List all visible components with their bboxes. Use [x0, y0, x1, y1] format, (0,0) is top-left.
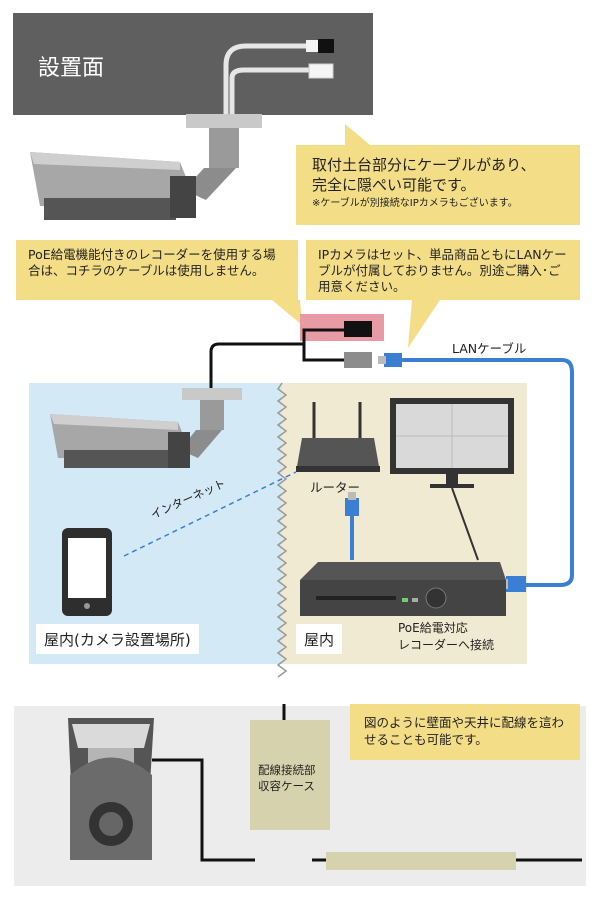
black-plug-icon [344, 321, 372, 337]
mount-cables [223, 43, 310, 118]
dome-camera-icon [68, 718, 154, 860]
callout-note: ※ケーブルが別接続なIPカメラもございます。 [312, 198, 518, 209]
lan-cable-label: LANケーブル [452, 341, 527, 356]
rj45-connector-icon [345, 492, 359, 516]
gray-plug-icon [344, 352, 372, 368]
camera-cable [209, 328, 345, 390]
lan-cable-line [400, 358, 574, 587]
recorder-icon [300, 562, 506, 616]
monitor-cable [451, 487, 479, 561]
white-plug-icon [308, 63, 334, 79]
junction-box-label-line: 収容ケース [258, 779, 315, 793]
junction-box-label: 配線接続部 収容ケース [258, 762, 328, 794]
callout-text: 図のように壁面や天井に配線を這わせることも可能です。 [364, 715, 565, 747]
rj45-connector-icon [378, 353, 402, 367]
callout-text: PoE給電機能付きのレコーダーを使用する場合は、コチラのケーブルは使用しません。 [28, 247, 276, 278]
wall-divider [276, 382, 288, 678]
recorder-label: PoE給電対応 レコーダーへ接続 [398, 620, 528, 654]
callout-text: 完全に隠ぺい可能です。 [312, 176, 476, 194]
junction-box [250, 720, 330, 830]
internet-link [123, 471, 297, 557]
camera-cable [302, 344, 345, 362]
callout-pointer [272, 300, 302, 325]
callout-poe-recorder: PoE給電機能付きのレコーダーを使用する場合は、コチラのケーブルは使用しません。 [16, 240, 298, 300]
router-label: ルーター [310, 480, 361, 495]
junction-box-label-line: 配線接続部 [258, 763, 316, 777]
bullet-camera-icon [30, 114, 262, 220]
recorder-label-line: レコーダーへ接続 [398, 638, 495, 652]
indoor-label: 屋内 [304, 630, 335, 649]
indoor-tag: 屋内 [296, 624, 343, 654]
install-surface-label: 設置面 [38, 56, 105, 81]
cable-molding [326, 852, 516, 870]
indoor-camera-site-label: 屋内(カメラ設置場所) [44, 630, 191, 649]
callout-pointer [345, 124, 370, 145]
monitor-icon [390, 398, 514, 488]
callout-text: 取付土台部分にケーブルがあり、 [312, 156, 536, 174]
bullet-camera-icon [50, 388, 242, 468]
router-icon [296, 402, 380, 472]
callout-pointer [408, 300, 440, 348]
callout-wall-ceiling: 図のように壁面や天井に配線を這わせることも可能です。 [350, 704, 580, 760]
indoor-camera-site-tag: 屋内(カメラ設置場所) [36, 624, 199, 654]
smartphone-icon [62, 528, 112, 616]
recorder-label-line: PoE給電対応 [398, 621, 468, 635]
callout-text: IPカメラはセット、単品商品ともにLANケーブルが付属しておりません。別途ご購入… [318, 247, 567, 294]
callout-lan-not-included: IPカメラはセット、単品商品ともにLANケーブルが付属しておりません。別途ご購入… [306, 240, 580, 300]
callout-mount-cable: 取付土台部分にケーブルがあり、 完全に隠ぺい可能です。 ※ケーブルが別接続なIP… [296, 145, 580, 225]
black-plug-icon [306, 39, 334, 53]
